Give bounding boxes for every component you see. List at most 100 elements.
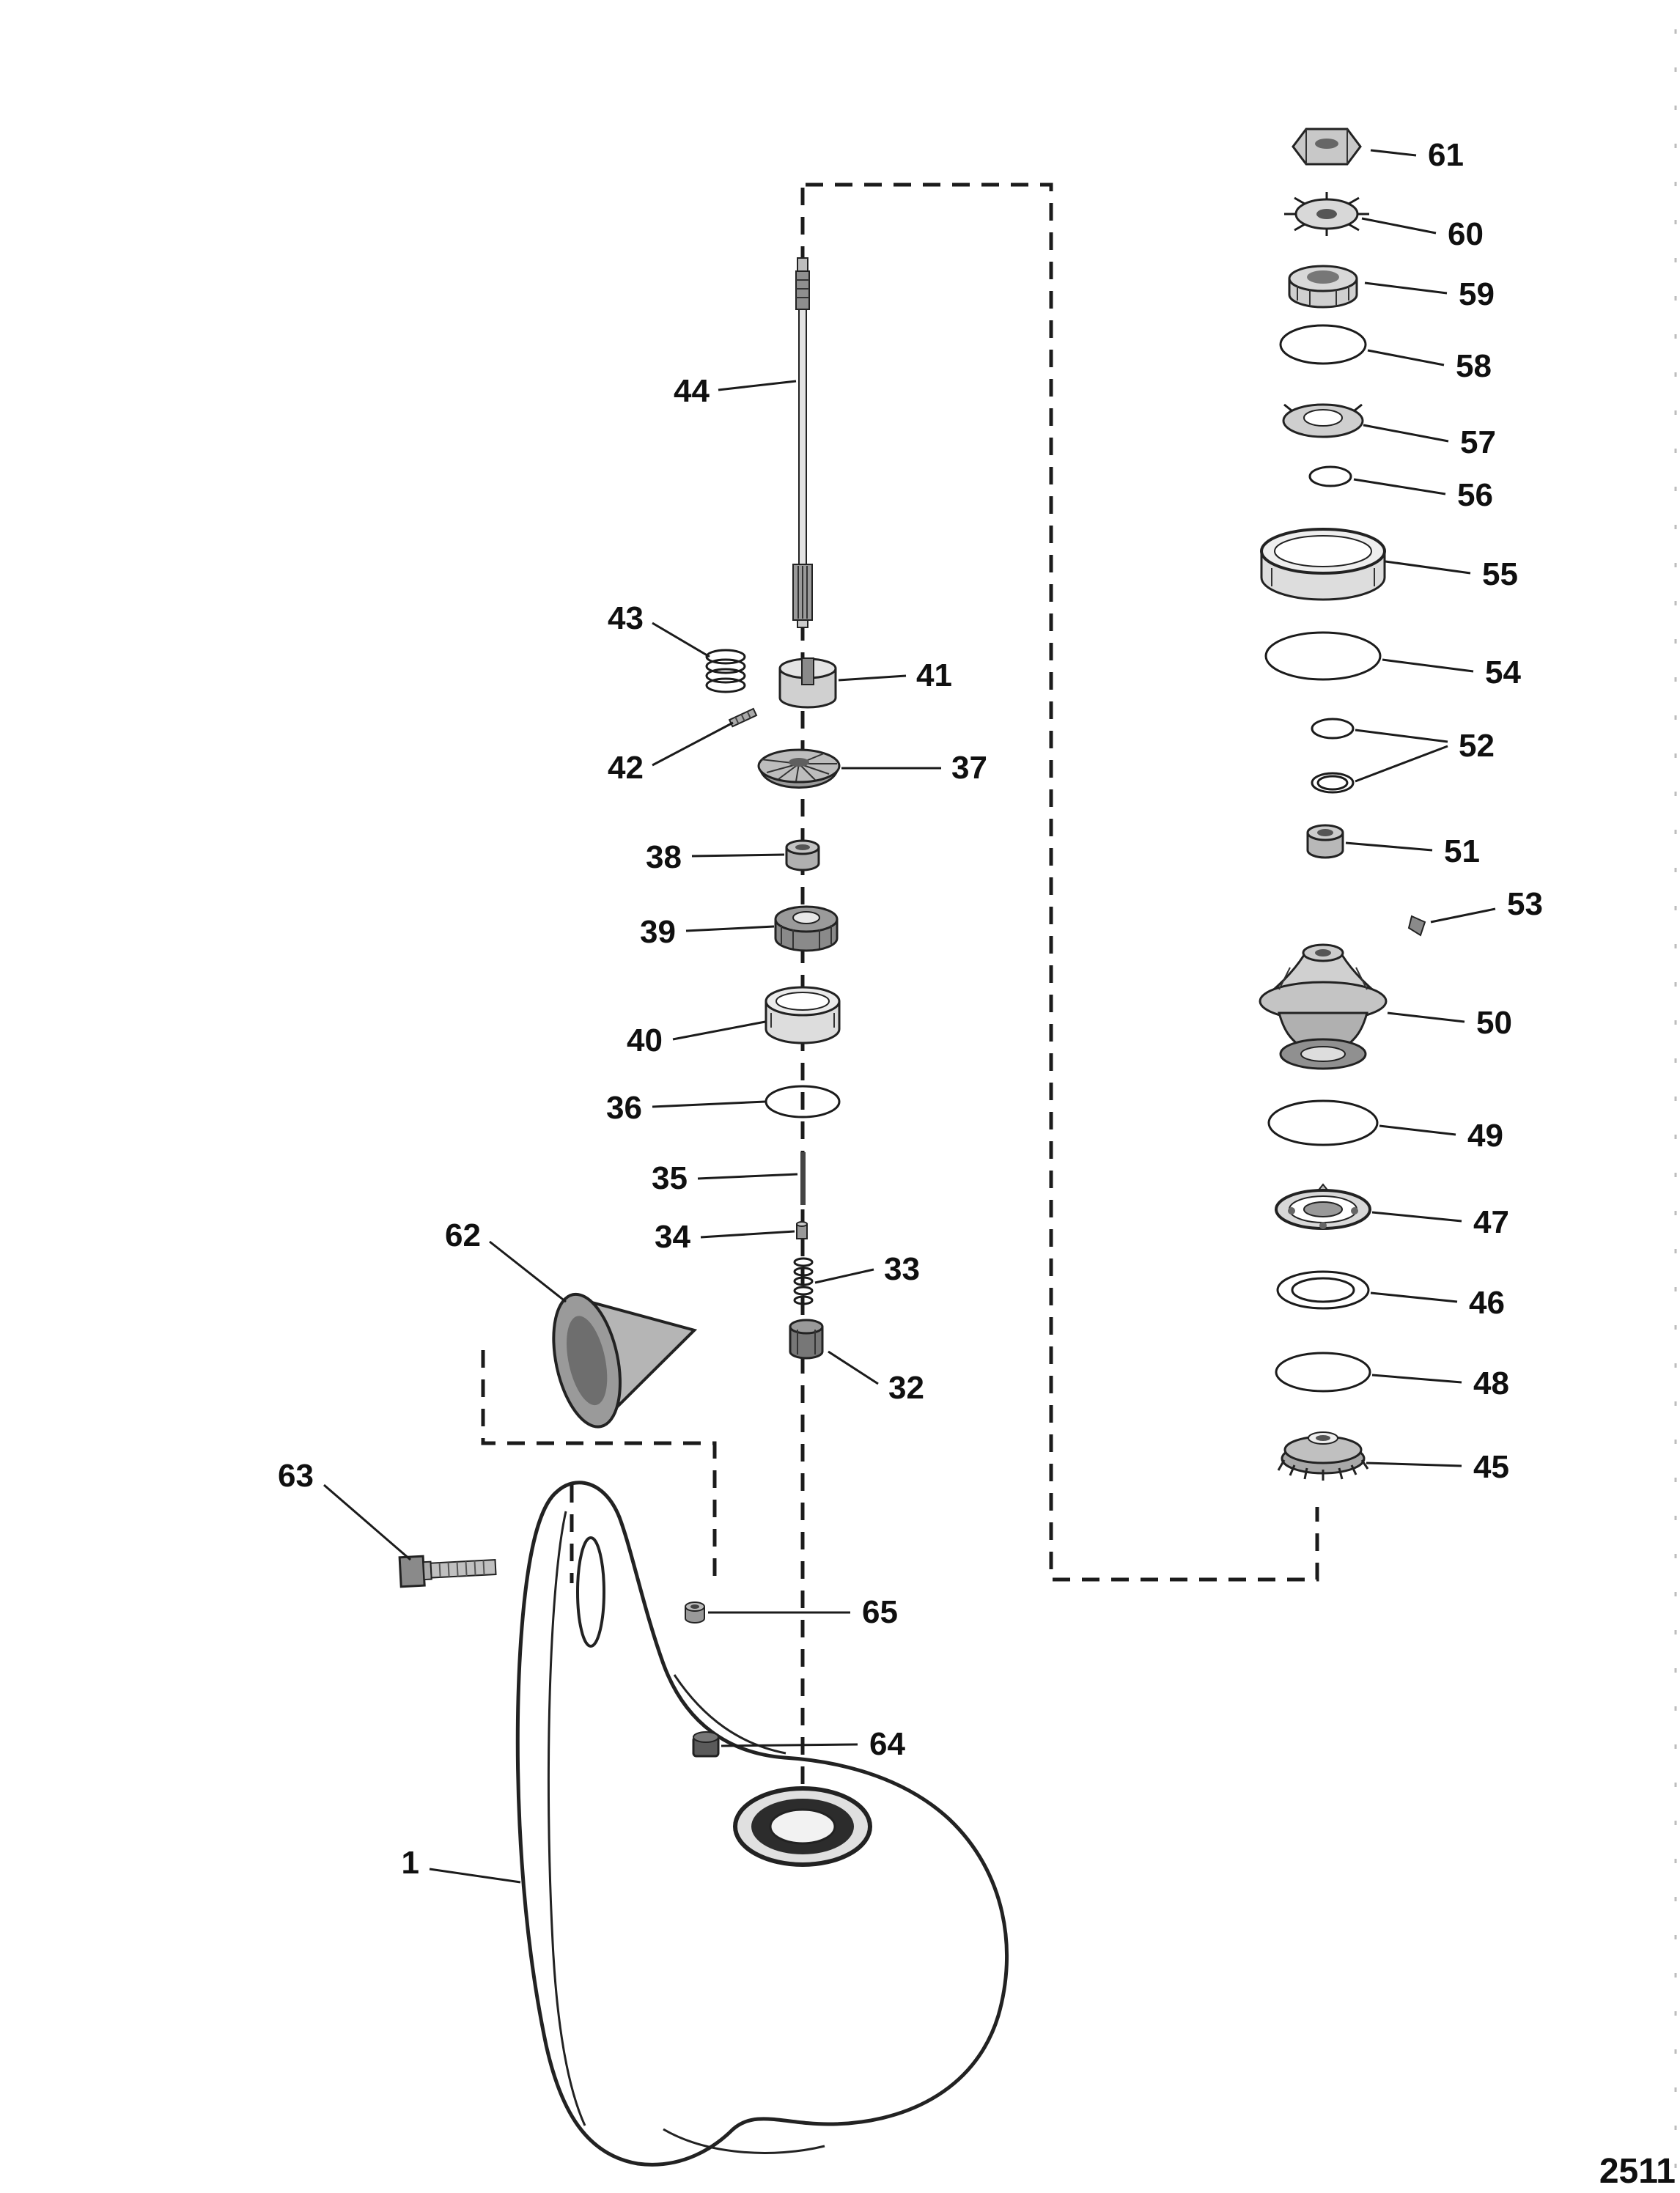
part-60-tab-washer xyxy=(1284,192,1369,236)
part-59-nut xyxy=(1288,265,1358,309)
part-45-gear xyxy=(1277,1431,1369,1481)
leader-44 xyxy=(718,380,797,391)
leader-51 xyxy=(1345,841,1433,852)
part-41-cam-follower xyxy=(778,657,837,709)
part-65-grommet xyxy=(685,1602,705,1623)
callout-65: 65 xyxy=(862,1594,898,1630)
leader-38 xyxy=(691,853,785,858)
leader-35 xyxy=(697,1173,798,1180)
callout-61: 61 xyxy=(1428,137,1464,173)
leader-47 xyxy=(1371,1211,1462,1223)
part-48-o-ring xyxy=(1275,1352,1371,1393)
callout-55: 55 xyxy=(1482,556,1518,592)
leader-63 xyxy=(323,1484,411,1561)
leader-57 xyxy=(1363,424,1449,443)
leader-53 xyxy=(1430,907,1496,924)
part-50-bearing-carrier xyxy=(1259,943,1388,1070)
part-37-pinion-gear xyxy=(757,748,841,789)
leader-52b xyxy=(1355,745,1448,783)
callout-62: 62 xyxy=(445,1217,481,1253)
part-40-sleeve xyxy=(765,986,841,1044)
leader-32 xyxy=(828,1350,879,1385)
leader-54 xyxy=(1382,658,1474,673)
callout-36: 36 xyxy=(606,1090,642,1126)
leader-46 xyxy=(1370,1291,1458,1303)
callout-49: 49 xyxy=(1467,1118,1503,1154)
callout-63: 63 xyxy=(278,1458,314,1494)
part-43-spring xyxy=(705,649,746,693)
callout-46: 46 xyxy=(1469,1285,1505,1321)
part-52-seal-rings xyxy=(1311,718,1355,794)
page-code: 2511 xyxy=(1599,2152,1676,2191)
part-62-cone xyxy=(552,1292,698,1429)
leader-lines xyxy=(323,149,1496,1884)
callout-32: 32 xyxy=(888,1370,924,1406)
callout-1: 1 xyxy=(402,1845,419,1881)
part-46-seal xyxy=(1276,1270,1370,1310)
callout-57: 57 xyxy=(1460,424,1496,460)
leader-55 xyxy=(1385,560,1471,575)
part-53-key xyxy=(1407,915,1426,937)
part-35-rod xyxy=(800,1152,806,1205)
callout-53: 53 xyxy=(1507,886,1543,922)
callout-54: 54 xyxy=(1485,655,1521,690)
leader-42 xyxy=(652,721,734,767)
part-36-o-ring xyxy=(765,1085,841,1118)
callout-58: 58 xyxy=(1456,348,1492,384)
part-33-spring xyxy=(793,1257,814,1305)
leader-50 xyxy=(1387,1011,1465,1023)
leader-56 xyxy=(1353,478,1446,495)
leader-48 xyxy=(1371,1374,1462,1384)
callout-42: 42 xyxy=(608,750,644,786)
leader-36 xyxy=(652,1100,766,1108)
leader-41 xyxy=(838,674,907,682)
part-51-bushing xyxy=(1306,824,1344,859)
part-57-thrust-washer xyxy=(1282,403,1364,438)
callout-38: 38 xyxy=(646,839,682,875)
part-58-retaining-ring xyxy=(1279,324,1367,365)
callout-43: 43 xyxy=(608,600,644,636)
callout-41: 41 xyxy=(916,657,952,693)
part-34-small-bushing xyxy=(796,1221,808,1239)
part-47-bearing xyxy=(1275,1183,1371,1230)
part-44-driveshaft xyxy=(792,257,813,628)
leader-1 xyxy=(429,1868,521,1884)
callout-64: 64 xyxy=(869,1726,905,1762)
part-64-plug xyxy=(692,1731,720,1758)
housing-slot xyxy=(576,1536,605,1648)
leader-62 xyxy=(489,1240,567,1303)
part-54-o-ring xyxy=(1264,631,1382,681)
housing-bore-inner xyxy=(769,1808,836,1845)
part-42-pin xyxy=(728,707,758,728)
assembly-dashed-lines xyxy=(481,183,1319,1794)
callout-33: 33 xyxy=(884,1251,920,1287)
leader-39 xyxy=(685,925,775,932)
callout-37: 37 xyxy=(951,750,987,786)
part-39-nut xyxy=(774,905,839,952)
part-38-bushing xyxy=(785,839,820,871)
leader-59 xyxy=(1364,281,1448,295)
leader-60 xyxy=(1361,217,1437,235)
callout-60: 60 xyxy=(1448,216,1484,252)
callout-39: 39 xyxy=(640,914,676,950)
callout-34: 34 xyxy=(655,1219,690,1255)
part-61-locknut xyxy=(1292,128,1362,166)
part-55-carrier-ring xyxy=(1260,528,1386,601)
callout-labels: 61 60 59 58 57 56 55 54 52 51 53 50 49 4… xyxy=(278,137,1543,1881)
part-49-o-ring xyxy=(1267,1099,1379,1146)
part-63-bolt xyxy=(398,1555,497,1588)
part-56-small-ring xyxy=(1308,465,1352,487)
callout-59: 59 xyxy=(1459,276,1495,312)
leader-33 xyxy=(814,1268,874,1284)
leader-64 xyxy=(721,1743,858,1747)
callout-52: 52 xyxy=(1459,728,1495,764)
leader-40 xyxy=(672,1020,766,1041)
leader-49 xyxy=(1379,1124,1456,1136)
leader-43 xyxy=(652,622,710,658)
callout-50: 50 xyxy=(1476,1005,1512,1041)
callout-48: 48 xyxy=(1473,1365,1509,1401)
callout-44: 44 xyxy=(674,373,710,409)
leader-34 xyxy=(700,1230,795,1239)
